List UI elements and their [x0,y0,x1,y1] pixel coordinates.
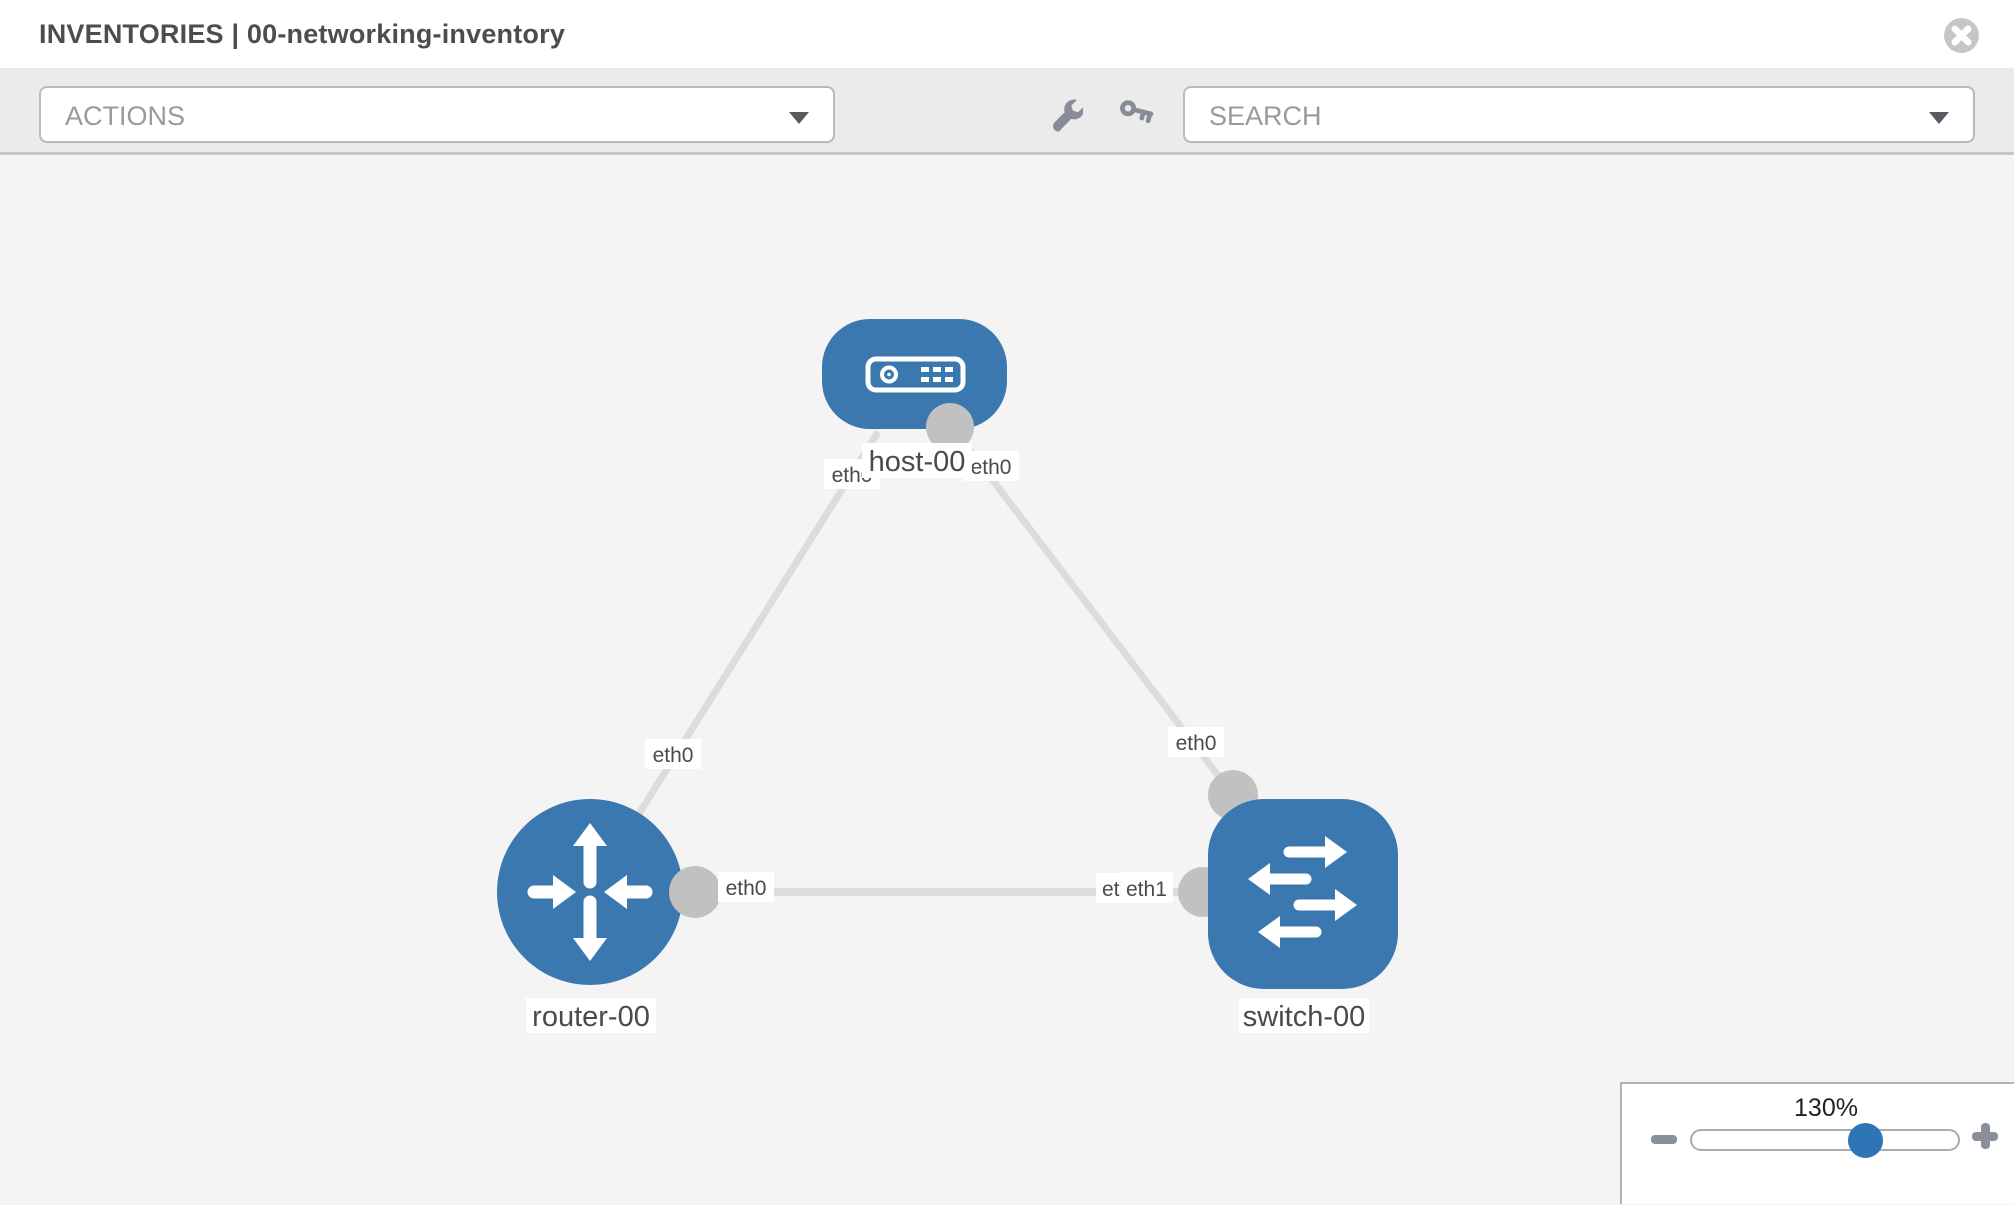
wrench-icon[interactable] [1047,98,1083,134]
svg-text:switch-00: switch-00 [1243,1001,1366,1033]
key-icon[interactable] [1118,98,1154,134]
close-icon[interactable] [1943,17,1980,54]
interface-label: eth0 [1168,727,1224,757]
panel-header: INVENTORIES | 00-networking-inventory [0,0,2014,68]
svg-text:eth0: eth0 [726,877,767,900]
node-label-host: host-00 [862,443,972,478]
actions-dropdown[interactable]: ACTIONS [39,86,835,143]
interface-label: eth1 [1121,872,1173,903]
zoom-panel: 130% [1620,1082,2014,1204]
svg-text:eth0: eth0 [653,744,694,767]
search-dropdown-label: SEARCH [1209,101,1322,131]
node-host[interactable] [822,319,1007,429]
svg-text:eth0: eth0 [1176,732,1217,755]
svg-text:host-00: host-00 [869,446,966,478]
host-icon [865,356,966,393]
topology-canvas[interactable]: eth0 eth0 eth0 eth0 eth0 eth0 eth1 host-… [0,155,2014,1204]
switch-icon [1248,836,1357,948]
zoom-out-icon[interactable] [1651,1135,1677,1144]
node-router[interactable] [497,799,683,985]
router-icon [527,823,653,961]
svg-text:router-00: router-00 [532,1001,650,1033]
zoom-in-icon[interactable] [1972,1123,1998,1149]
actions-dropdown-label: ACTIONS [65,101,186,131]
interface-label: eth0 [645,739,701,769]
search-dropdown[interactable]: SEARCH [1183,86,1975,143]
zoom-level: 130% [1794,1094,1858,1122]
interface-label: eth0 [718,872,774,902]
chevron-down-icon [789,112,809,124]
interface-label: eth0 [963,451,1019,481]
page-title: INVENTORIES | 00-networking-inventory [39,19,566,49]
interface-circle-host-eth0[interactable] [926,403,974,451]
node-switch[interactable] [1208,799,1398,989]
zoom-slider-thumb[interactable] [1848,1123,1883,1158]
toolbar: ACTIONS SEARCH [0,68,2014,155]
node-label-switch: switch-00 [1239,998,1369,1033]
zoom-slider-track[interactable] [1690,1129,1960,1151]
chevron-down-icon [1929,112,1949,124]
interface-circle-router-eth0[interactable] [669,866,721,918]
svg-text:eth0: eth0 [971,456,1012,479]
node-label-router: router-00 [526,998,656,1033]
svg-text:eth1: eth1 [1126,878,1167,901]
